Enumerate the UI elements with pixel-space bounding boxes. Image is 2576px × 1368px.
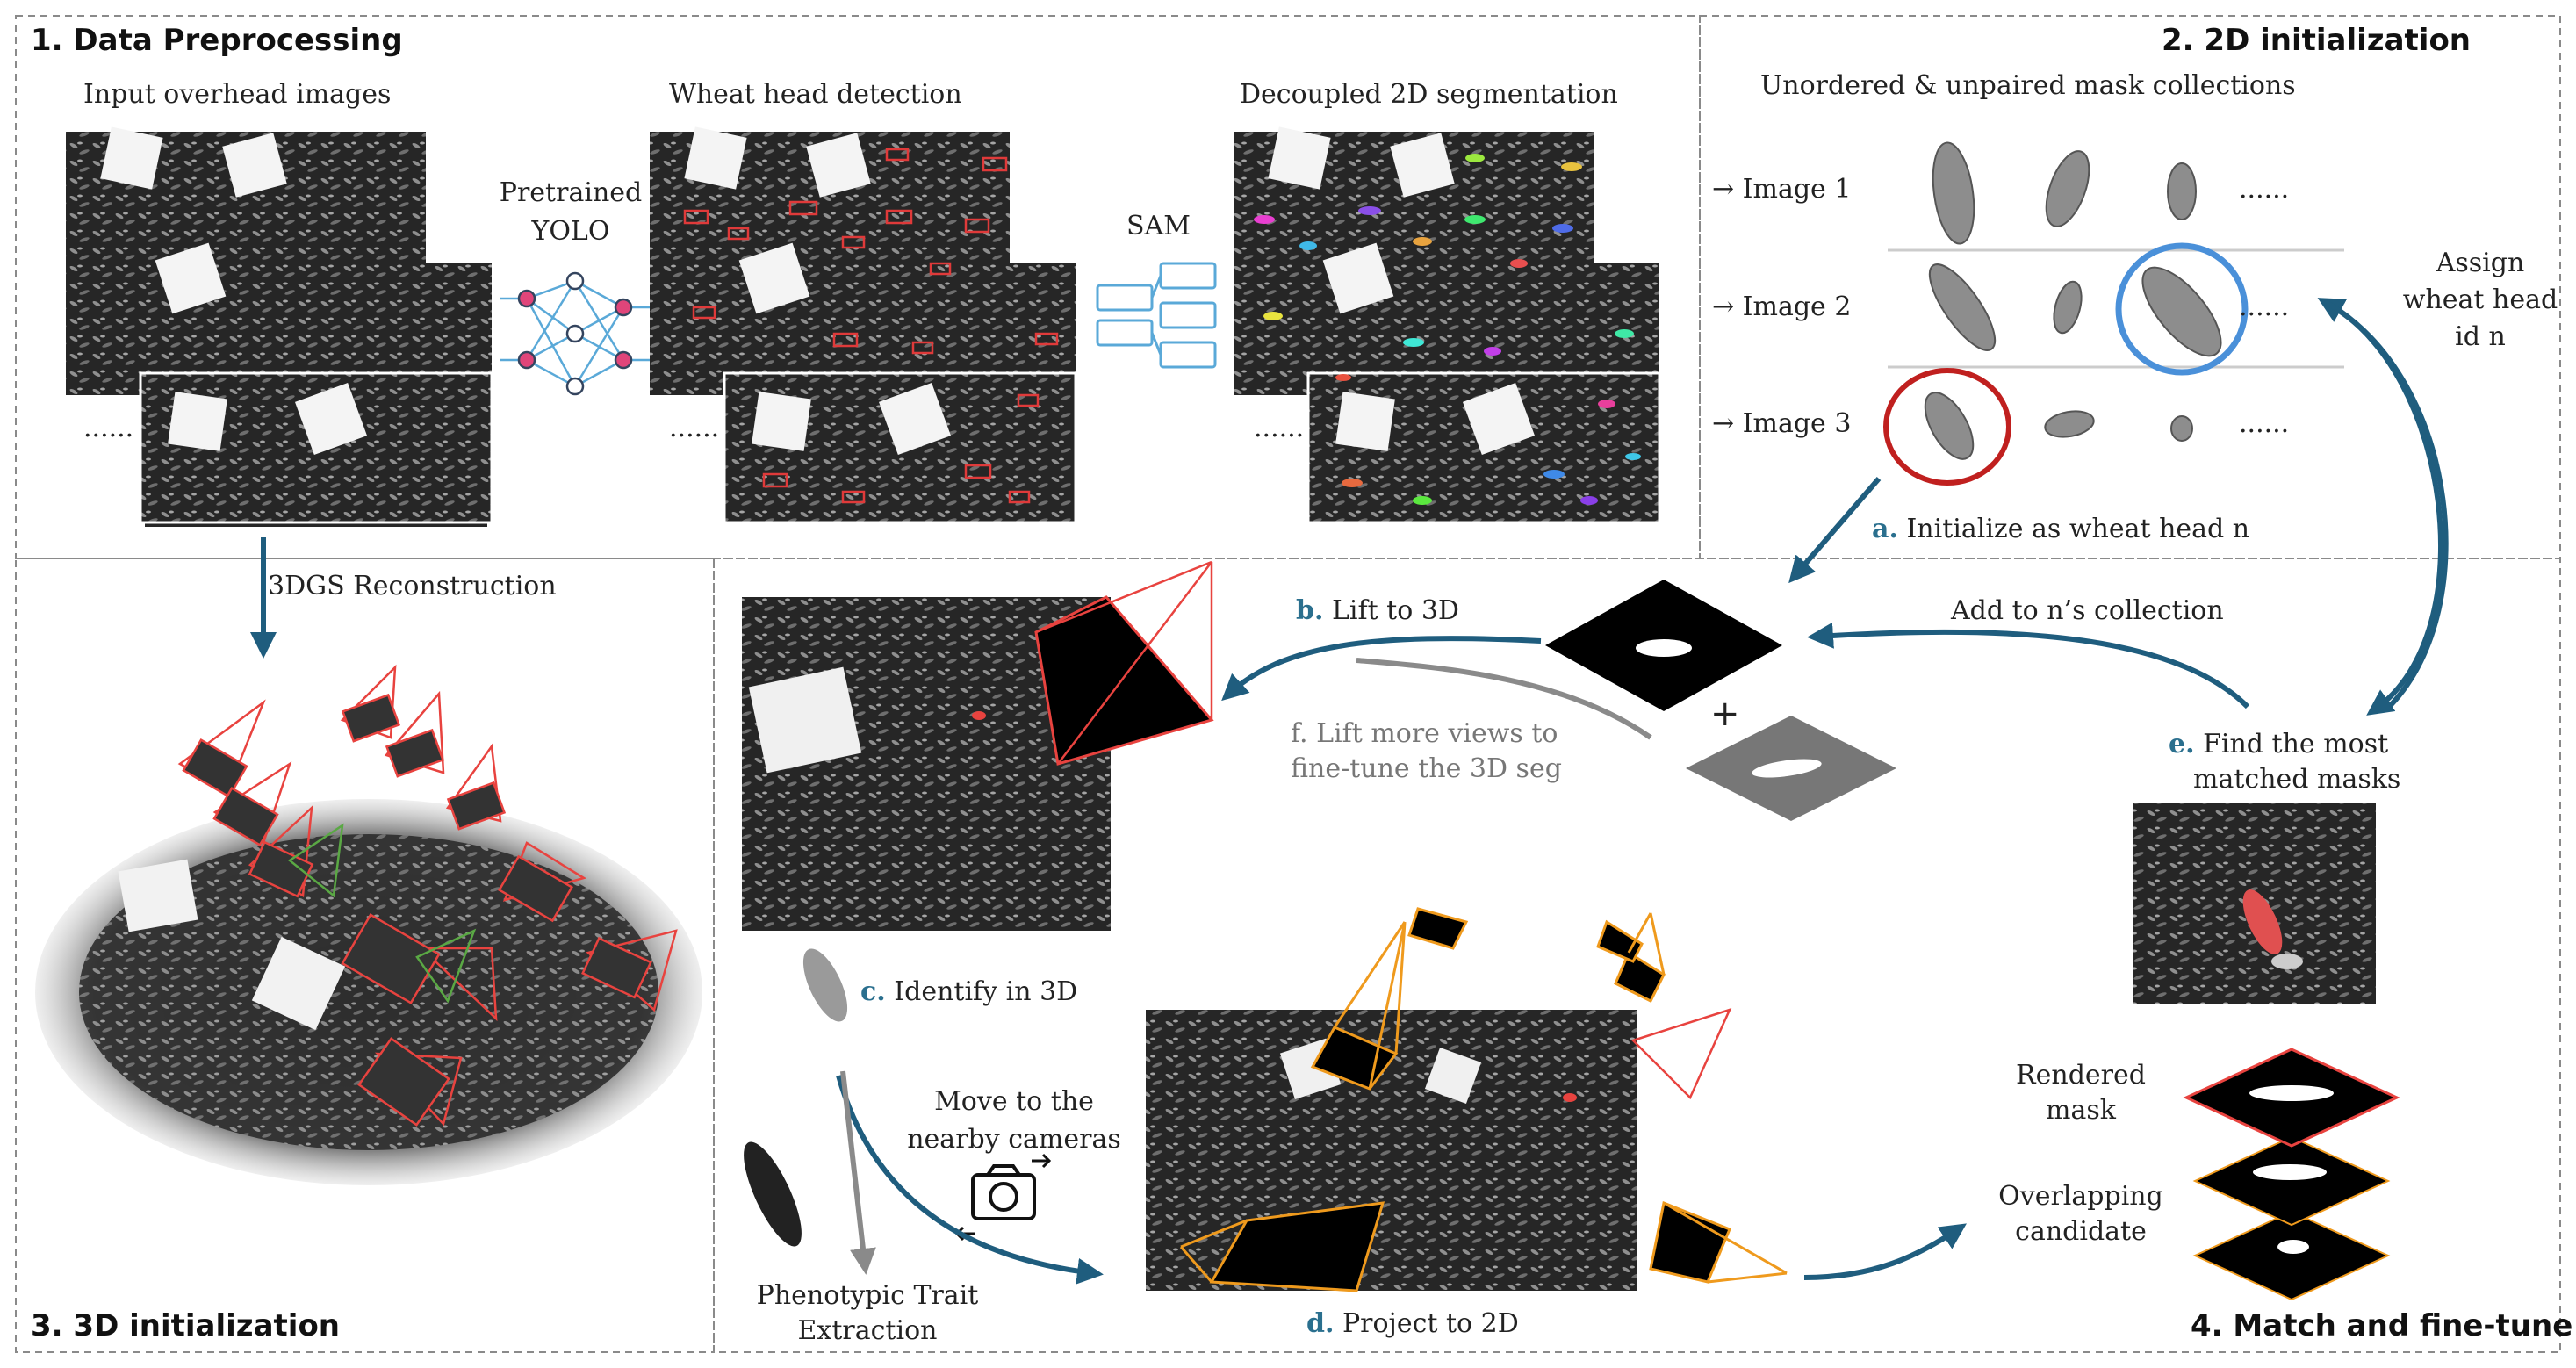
label-segmentation: Decoupled 2D segmentation <box>1240 79 1618 110</box>
3dgs-point-cloud <box>35 799 702 1185</box>
label-lift-more-2: fine-tune the 3D seg <box>1291 753 1562 784</box>
initial-mask-circle <box>1883 368 2011 486</box>
label-find-matched-1: Find the most <box>2203 729 2389 760</box>
step-e-tag: e. <box>2169 729 2195 760</box>
panel-title-preprocessing: 1. Data Preprocessing <box>31 23 403 58</box>
label-mask-collections: Unordered & unpaired mask collections <box>1760 70 2296 101</box>
step-d-tag: d. <box>1306 1308 1335 1339</box>
label-trait-2: Extraction <box>797 1315 938 1346</box>
label-assign-3: id n <box>2455 321 2506 352</box>
sam-model-icon <box>1096 262 1217 369</box>
input-image-stack <box>66 126 493 527</box>
row-ellipsis-2: ...... <box>2239 292 2290 322</box>
ellipsis-2: ...... <box>669 413 720 443</box>
grey-arrows <box>840 658 1652 1275</box>
arrow-lift-3d <box>1221 636 1542 702</box>
label-plus: + <box>1710 694 1740 734</box>
step-a-tag: a. <box>1872 514 1898 544</box>
flow-arrows <box>250 298 2449 1285</box>
label-trait-1: Phenotypic Trait <box>756 1280 979 1311</box>
label-add-collection: Add to n’s collection <box>1951 595 2224 626</box>
projection-3d-scene <box>1146 907 1788 1292</box>
camera-icon <box>954 1153 1052 1242</box>
label-3dgs-reconstruction: 3DGS Reconstruction <box>268 571 557 601</box>
label-rendered-1: Rendered <box>2016 1060 2146 1091</box>
step-c-tag: c. <box>860 976 886 1007</box>
arrow-trait <box>840 1070 876 1275</box>
label-image-1: → Image 1 <box>1712 174 1852 205</box>
label-find-matched-2: matched masks <box>2193 764 2401 795</box>
lifted-3d-render <box>742 560 1214 931</box>
row-ellipsis-3: ...... <box>2239 408 2290 439</box>
camera-frustums-3d <box>177 664 678 1127</box>
label-image-3: → Image 3 <box>1712 408 1852 439</box>
arrow-fine-tune <box>1356 658 1652 740</box>
label-detection: Wheat head detection <box>669 79 962 110</box>
phenotype-point-cloud <box>744 1141 802 1247</box>
label-assign-2: wheat head <box>2402 284 2558 315</box>
arrow-assign-id <box>2317 298 2449 712</box>
label-initialize: Initialize as wheat head n <box>1906 514 2250 544</box>
label-overlap-2: candidate <box>2015 1216 2147 1247</box>
label-sam: SAM <box>1126 211 1191 241</box>
label-move-2: nearby cameras <box>907 1124 1121 1155</box>
panel-title-3d-init: 3. 3D initialization <box>31 1308 341 1343</box>
yolo-network-icon <box>500 271 650 396</box>
arrow-assign-back <box>2325 300 2443 716</box>
label-pretrained: Pretrained <box>499 177 643 208</box>
label-input-images: Input overhead images <box>83 79 392 110</box>
label-overlap-1: Overlapping <box>1998 1181 2163 1212</box>
rendered-mask-stack <box>2183 1048 2400 1301</box>
wheat-head-masks <box>1924 141 2222 460</box>
arrow-move-cameras <box>836 1075 1104 1285</box>
label-move-1: Move to the <box>934 1086 1094 1117</box>
binary-mask-diamond <box>1545 580 1782 711</box>
label-image-2: → Image 2 <box>1712 292 1852 322</box>
label-assign-1: Assign <box>2436 248 2525 278</box>
segmentation-image-stack <box>1234 126 1661 524</box>
label-identify-3d: Identify in 3D <box>894 976 1078 1007</box>
grey-mask-diamond <box>1686 716 1896 821</box>
ellipsis-3: ...... <box>1254 413 1305 443</box>
label-lift-more-1: f. Lift more views to <box>1291 718 1558 749</box>
label-rendered-2: mask <box>2046 1095 2116 1126</box>
arrow-add-collection <box>1807 622 2250 709</box>
detection-image-stack <box>650 126 1077 524</box>
label-yolo: YOLO <box>531 216 610 247</box>
panel-match-finetune <box>713 558 2561 1353</box>
matched-masks-photo <box>2133 803 2376 1004</box>
step-b-tag: b. <box>1296 595 1324 626</box>
arrow-initialize <box>1788 477 1882 584</box>
label-lift-3d: Lift to 3D <box>1331 595 1459 626</box>
arrow-match <box>1803 1223 1967 1280</box>
row-ellipsis-1: ...... <box>2239 174 2290 205</box>
matched-mask-circle <box>2115 242 2249 376</box>
panel-title-match: 4. Match and fine-tune <box>2191 1308 2573 1343</box>
panel-title-2d-init: 2. 2D initialization <box>2162 23 2472 58</box>
label-project-2d: Project to 2D <box>1342 1308 1519 1339</box>
ellipsis-1: ...... <box>83 413 134 443</box>
identified-wheat-head <box>802 948 848 1022</box>
